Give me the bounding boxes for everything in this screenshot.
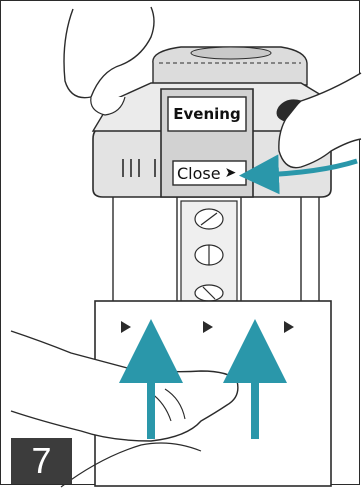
hand-top-finger <box>90 96 126 116</box>
evening-label: Evening <box>173 105 241 123</box>
close-label: Close➤ <box>173 161 246 185</box>
hand-bottom-cuff <box>60 442 202 488</box>
hand-top <box>63 6 155 99</box>
dial-cap-top <box>190 46 272 60</box>
pills <box>194 208 224 302</box>
tube-body <box>112 197 320 301</box>
dial-cap <box>152 46 308 86</box>
hand-bottom <box>10 330 239 442</box>
hand-right <box>278 72 362 169</box>
close-text: Close <box>177 163 221 183</box>
step-number-badge: 7 <box>11 438 72 484</box>
hand-right-thumb <box>276 99 302 122</box>
vent-slots <box>122 159 156 177</box>
evening-plate <box>167 96 247 132</box>
slide-arrow <box>239 154 358 195</box>
chevron-right-icon: ➤ <box>224 165 237 181</box>
